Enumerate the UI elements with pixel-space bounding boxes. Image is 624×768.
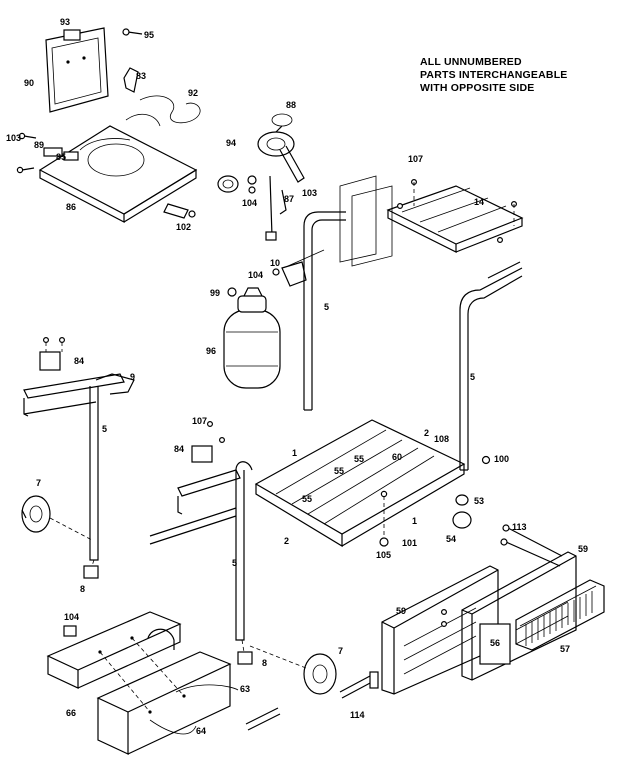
- callout-5: 5: [470, 372, 475, 382]
- callout-103: 103: [6, 133, 21, 143]
- callout-107: 107: [408, 154, 423, 164]
- callout-105: 105: [376, 550, 391, 560]
- callout-100: 100: [494, 454, 509, 464]
- callout-54: 54: [446, 534, 456, 544]
- callout-88: 88: [286, 100, 296, 110]
- callout-7: 7: [338, 646, 343, 656]
- center-leg-assembly: [149, 421, 253, 665]
- callout-63: 63: [240, 684, 250, 694]
- callout-103: 103: [302, 188, 317, 198]
- callout-84: 84: [74, 356, 84, 366]
- callout-95: 95: [144, 30, 154, 40]
- callout-55: 55: [354, 454, 364, 464]
- callout-101: 101: [402, 538, 417, 548]
- base-assembly: [46, 611, 379, 755]
- burner-assembly: [247, 113, 305, 241]
- callout-66: 66: [66, 708, 76, 718]
- callout-102: 102: [176, 222, 191, 232]
- callout-7: 7: [36, 478, 41, 488]
- callout-104: 104: [242, 198, 257, 208]
- callout-107: 107: [192, 416, 207, 426]
- frame-legs: [272, 211, 523, 471]
- callout-57: 57: [560, 644, 570, 654]
- note-line-2: PARTS INTERCHANGEABLE: [420, 69, 568, 81]
- front-panels: [381, 551, 605, 695]
- grate-bars: [525, 591, 593, 646]
- callout-1: 1: [292, 448, 297, 458]
- side-panel-assembly: [16, 27, 239, 223]
- callout-8: 8: [262, 658, 267, 668]
- callout-labels: 93 95 90 83 92 103 89 85 86 102 88 94 10…: [6, 17, 588, 736]
- callout-114: 114: [350, 710, 365, 720]
- side-shelf-assembly: [339, 175, 524, 267]
- callout-104: 104: [248, 270, 263, 280]
- callout-5: 5: [232, 558, 237, 568]
- note-line-1: ALL UNNUMBERED: [420, 56, 522, 68]
- callout-113: 113: [512, 522, 527, 532]
- caster-hardware: [452, 494, 563, 567]
- callout-99: 99: [210, 288, 220, 298]
- callout-92: 92: [188, 88, 198, 98]
- callout-55: 55: [334, 466, 344, 476]
- callout-2: 2: [424, 428, 429, 438]
- callout-64: 64: [196, 726, 206, 736]
- callout-59: 59: [396, 606, 406, 616]
- bottom-shelf: [254, 419, 491, 548]
- callout-89: 89: [34, 140, 44, 150]
- note-line-3: WITH OPPOSITE SIDE: [420, 82, 535, 94]
- callout-104: 104: [64, 612, 79, 622]
- callout-1: 1: [412, 516, 417, 526]
- callout-53: 53: [474, 496, 484, 506]
- callout-85: 85: [56, 152, 66, 162]
- callout-90: 90: [24, 78, 34, 88]
- callout-14: 14: [474, 197, 484, 207]
- callout-10: 10: [270, 258, 280, 268]
- callout-83: 83: [136, 71, 146, 81]
- callout-94: 94: [226, 138, 236, 148]
- callout-2: 2: [284, 536, 289, 546]
- callout-5: 5: [324, 302, 329, 312]
- left-leg-assembly: [21, 337, 135, 579]
- callout-56: 56: [490, 638, 500, 648]
- callout-8: 8: [80, 584, 85, 594]
- callout-108: 108: [434, 434, 449, 444]
- interchangeable-parts-note: ALL UNNUMBERED PARTS INTERCHANGEABLE WIT…: [420, 56, 568, 95]
- callout-5: 5: [102, 424, 107, 434]
- callout-60: 60: [392, 452, 402, 462]
- callout-55: 55: [302, 494, 312, 504]
- callout-87: 87: [284, 194, 294, 204]
- callout-59: 59: [578, 544, 588, 554]
- callout-93: 93: [60, 17, 70, 27]
- callout-84: 84: [174, 444, 184, 454]
- callout-96: 96: [206, 346, 216, 356]
- callout-9: 9: [130, 372, 135, 382]
- propane-tank: [223, 287, 281, 389]
- callout-86: 86: [66, 202, 76, 212]
